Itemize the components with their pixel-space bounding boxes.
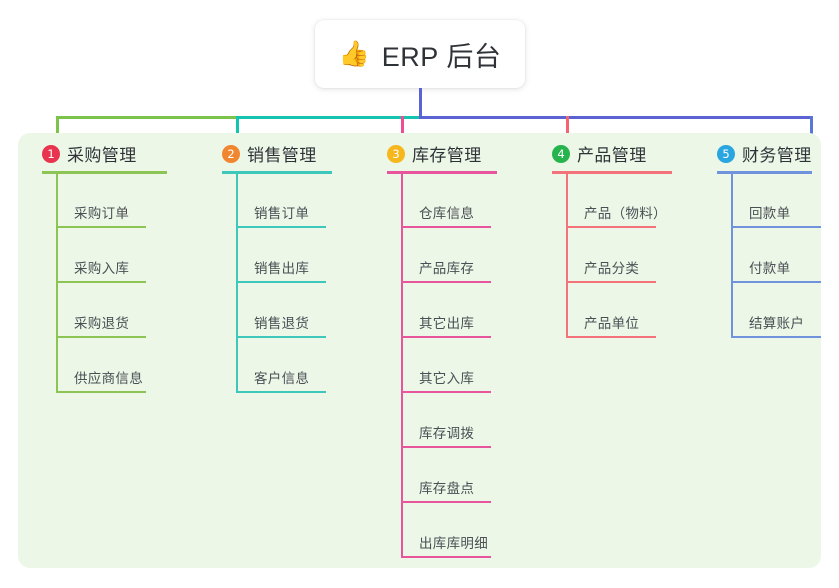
leaf-label: 其它入库 bbox=[419, 371, 475, 386]
bar-segment-green bbox=[57, 116, 237, 119]
branch-title-1: 采购管理 bbox=[67, 146, 137, 165]
leaf-label: 回款单 bbox=[749, 206, 791, 221]
branch-badge-2: 2 bbox=[222, 144, 240, 163]
branch-underline-5 bbox=[717, 171, 812, 174]
leaf-node[interactable]: 其它入库 bbox=[401, 347, 491, 393]
leaf-underline bbox=[56, 226, 146, 228]
root-stem-connector bbox=[419, 88, 422, 119]
leaf-label: 库存盘点 bbox=[419, 481, 475, 496]
leaf-label: 销售出库 bbox=[254, 261, 310, 276]
leaf-label: 供应商信息 bbox=[74, 371, 143, 386]
root-node-title: ERP 后台 bbox=[381, 41, 502, 72]
leaf-underline bbox=[566, 281, 656, 283]
leaf-label: 采购入库 bbox=[74, 261, 130, 276]
thumbs-up-icon: 👍 bbox=[338, 39, 370, 68]
leaf-node[interactable]: 销售退货 bbox=[236, 292, 326, 338]
leaf-label: 客户信息 bbox=[254, 371, 310, 386]
leaf-underline bbox=[56, 391, 146, 393]
leaf-underline bbox=[236, 336, 326, 338]
branch-underline-3 bbox=[387, 171, 497, 174]
leaf-underline bbox=[56, 281, 146, 283]
leaf-underline bbox=[236, 226, 326, 228]
branch-header-3[interactable]: 3 库存管理 bbox=[387, 141, 482, 166]
leaf-label: 销售订单 bbox=[254, 206, 310, 221]
root-node[interactable]: 👍 ERP 后台 bbox=[315, 20, 525, 88]
branch-header-4[interactable]: 4 产品管理 bbox=[552, 141, 647, 166]
leaf-node[interactable]: 采购退货 bbox=[56, 292, 146, 338]
leaf-label: 产品分类 bbox=[584, 261, 640, 276]
branch-spine-3 bbox=[401, 171, 403, 558]
branch-header-5[interactable]: 5 财务管理 bbox=[717, 141, 812, 166]
branch-underline-4 bbox=[552, 171, 672, 174]
leaf-node[interactable]: 产品单位 bbox=[566, 292, 656, 338]
leaf-label: 采购退货 bbox=[74, 316, 130, 331]
leaf-label: 产品库存 bbox=[419, 261, 475, 276]
leaf-underline bbox=[401, 336, 491, 338]
leaf-node[interactable]: 出库库明细 bbox=[401, 512, 491, 558]
leaf-underline bbox=[566, 336, 656, 338]
leaf-label: 销售退货 bbox=[254, 316, 310, 331]
leaf-node[interactable]: 库存盘点 bbox=[401, 457, 491, 503]
leaf-label: 其它出库 bbox=[419, 316, 475, 331]
branch-title-5: 财务管理 bbox=[742, 146, 812, 165]
leaf-node[interactable]: 其它出库 bbox=[401, 292, 491, 338]
leaf-underline bbox=[56, 336, 146, 338]
branches-panel: 1 采购管理采购订单采购入库采购退货供应商信息 2 销售管理销售订单销售出库销售退货客… bbox=[18, 133, 821, 568]
leaf-underline bbox=[401, 391, 491, 393]
leaf-node[interactable]: 采购订单 bbox=[56, 182, 146, 228]
branch-underline-1 bbox=[42, 171, 167, 174]
branch-spine-5 bbox=[731, 171, 733, 338]
leaf-node[interactable]: 供应商信息 bbox=[56, 347, 146, 393]
branch-badge-4: 4 bbox=[552, 144, 570, 163]
branch-title-4: 产品管理 bbox=[577, 146, 647, 165]
leaf-node[interactable]: 回款单 bbox=[731, 182, 821, 228]
leaf-underline bbox=[401, 556, 491, 558]
leaf-underline bbox=[236, 281, 326, 283]
bar-segment-blue bbox=[419, 116, 812, 119]
leaf-label: 产品（物料） bbox=[584, 206, 667, 221]
branch-badge-5: 5 bbox=[717, 144, 735, 163]
leaf-underline bbox=[401, 501, 491, 503]
leaf-node[interactable]: 采购入库 bbox=[56, 237, 146, 283]
leaf-label: 结算账户 bbox=[749, 316, 805, 331]
leaf-underline bbox=[731, 226, 821, 228]
leaf-label: 付款单 bbox=[749, 261, 791, 276]
branch-badge-1: 1 bbox=[42, 144, 60, 163]
leaf-node[interactable]: 客户信息 bbox=[236, 347, 326, 393]
leaf-node[interactable]: 付款单 bbox=[731, 237, 821, 283]
branch-header-2[interactable]: 2 销售管理 bbox=[222, 141, 317, 166]
leaf-label: 仓库信息 bbox=[419, 206, 475, 221]
leaf-label: 采购订单 bbox=[74, 206, 130, 221]
leaf-node[interactable]: 结算账户 bbox=[731, 292, 821, 338]
leaf-underline bbox=[401, 281, 491, 283]
leaf-underline bbox=[401, 226, 491, 228]
branch-spine-4 bbox=[566, 171, 568, 338]
leaf-underline bbox=[401, 446, 491, 448]
branch-badge-3: 3 bbox=[387, 144, 405, 163]
leaf-node[interactable]: 仓库信息 bbox=[401, 182, 491, 228]
leaf-node[interactable]: 产品（物料） bbox=[566, 182, 667, 228]
leaf-underline bbox=[731, 281, 821, 283]
leaf-node[interactable]: 销售出库 bbox=[236, 237, 326, 283]
leaf-label: 产品单位 bbox=[584, 316, 640, 331]
leaf-node[interactable]: 产品库存 bbox=[401, 237, 491, 283]
branch-title-3: 库存管理 bbox=[412, 146, 482, 165]
leaf-underline bbox=[566, 226, 656, 228]
branch-header-1[interactable]: 1 采购管理 bbox=[42, 141, 137, 166]
leaf-label: 出库库明细 bbox=[419, 536, 488, 551]
branch-underline-2 bbox=[222, 171, 332, 174]
bar-segment-teal bbox=[237, 116, 419, 119]
leaf-node[interactable]: 销售订单 bbox=[236, 182, 326, 228]
leaf-underline bbox=[731, 336, 821, 338]
leaf-label: 库存调拨 bbox=[419, 426, 475, 441]
leaf-node[interactable]: 产品分类 bbox=[566, 237, 656, 283]
leaf-underline bbox=[236, 391, 326, 393]
branch-title-2: 销售管理 bbox=[247, 146, 317, 165]
leaf-node[interactable]: 库存调拨 bbox=[401, 402, 491, 448]
